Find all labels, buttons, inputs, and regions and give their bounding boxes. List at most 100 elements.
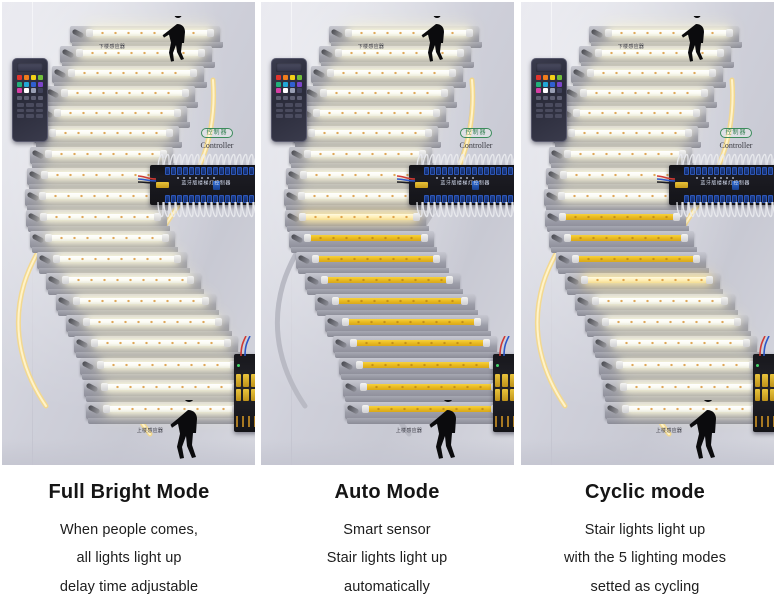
- strip-led-dots: [317, 131, 422, 135]
- remote-button-rows[interactable]: [17, 103, 43, 118]
- stair-step: [603, 380, 768, 402]
- caption-line: Smart sensor: [343, 522, 431, 538]
- remote-keypad[interactable]: [276, 96, 302, 100]
- strip-end-cap: [558, 192, 566, 200]
- step-led-strip: [67, 69, 198, 77]
- strip-end-cap: [742, 339, 750, 347]
- stair-step: [30, 147, 176, 169]
- led-wire-connector: [57, 296, 71, 307]
- rgb-remote-control[interactable]: [531, 58, 567, 142]
- rgb-remote-control[interactable]: [12, 58, 48, 142]
- strip-end-cap: [48, 129, 56, 137]
- step-led-strip: [610, 339, 750, 347]
- strip-end-cap: [586, 69, 594, 77]
- strip-end-cap: [326, 69, 334, 77]
- step-led-strip: [563, 234, 688, 242]
- strip-end-cap: [594, 49, 602, 57]
- step-led-strip: [326, 69, 457, 77]
- led-wire-connector: [31, 149, 45, 160]
- bluetooth-chip: [471, 181, 479, 190]
- caption-line: setted as cycling: [590, 578, 700, 595]
- strip-end-cap: [457, 49, 465, 57]
- strip-end-cap: [41, 171, 49, 179]
- stair-step: [339, 358, 506, 380]
- strip-led-dots: [72, 278, 185, 282]
- strip-end-cap: [733, 318, 741, 326]
- led-wire-connector: [26, 191, 40, 202]
- strip-led-dots: [93, 320, 212, 324]
- stair-step: [286, 168, 430, 190]
- terminal-row-top: [683, 167, 774, 175]
- step-led-strip: [560, 171, 682, 179]
- strip-end-cap: [85, 29, 93, 37]
- strip-end-cap: [709, 69, 717, 77]
- strip-end-cap: [223, 339, 231, 347]
- step-led-strip: [594, 49, 725, 57]
- led-wire-connector: [334, 338, 348, 349]
- strip-led-dots: [341, 299, 458, 303]
- step-led-strip: [91, 339, 231, 347]
- stair-step: [84, 380, 249, 402]
- sensor-downstairs: 下楼感应器: [357, 44, 385, 50]
- led-wire-connector: [600, 360, 614, 371]
- led-wire-connector: [290, 149, 304, 160]
- led-wire-connector: [330, 28, 344, 39]
- stair-step: [571, 66, 726, 88]
- strip-end-cap: [44, 150, 52, 158]
- led-wire-connector: [71, 28, 85, 39]
- strip-end-cap: [684, 129, 692, 137]
- strip-end-cap: [488, 361, 496, 369]
- led-wire-connector: [546, 212, 560, 223]
- step-led-strip: [616, 361, 756, 369]
- caption-title: Full Bright Mode: [48, 481, 210, 503]
- strip-led-dots: [577, 131, 682, 135]
- bluetooth-chip: [731, 181, 739, 190]
- strip-led-dots: [366, 363, 486, 367]
- remote-button-rows[interactable]: [276, 103, 302, 118]
- strip-led-dots: [354, 31, 463, 35]
- stair-step: [556, 252, 709, 274]
- strip-led-dots: [54, 236, 159, 240]
- led-wire-connector: [290, 233, 304, 244]
- caption-cyclic-mode: Cyclic mode Stair lights light up with t…: [516, 467, 774, 601]
- caption-lines: When people comes, all lights light up d…: [0, 516, 258, 601]
- remote-color-swatches[interactable]: [17, 75, 43, 93]
- caption-line: Stair lights light up: [584, 522, 706, 538]
- strip-end-cap: [602, 318, 610, 326]
- stair-step: [26, 210, 170, 232]
- strip-led-dots: [336, 71, 447, 75]
- remote-keypad[interactable]: [536, 96, 562, 100]
- remote-color-swatches[interactable]: [536, 75, 562, 93]
- person-silhouette-bottom: [170, 400, 197, 459]
- step-led-strip: [101, 383, 239, 391]
- step-led-strip: [579, 89, 708, 97]
- person-silhouette-top: [421, 16, 444, 62]
- strip-led-dots: [310, 173, 412, 177]
- step-led-strip: [319, 89, 448, 97]
- strip-end-cap: [91, 339, 99, 347]
- caption-line: with the 5 lighting modes: [563, 550, 727, 567]
- step-led-strip: [342, 318, 481, 326]
- step-led-strip: [591, 297, 728, 305]
- strip-end-cap: [465, 29, 473, 37]
- remote-button-rows[interactable]: [536, 103, 562, 118]
- psu-pin-row: [495, 415, 514, 427]
- strip-end-cap: [154, 213, 162, 221]
- strip-end-cap: [616, 361, 624, 369]
- remote-keypad[interactable]: [17, 96, 43, 100]
- psu-pin-row: [236, 415, 255, 427]
- step-led-strip: [62, 276, 195, 284]
- step-led-strip: [307, 129, 432, 137]
- strip-end-cap: [44, 234, 52, 242]
- strip-end-cap: [201, 297, 209, 305]
- strip-end-cap: [360, 383, 368, 391]
- rgb-remote-control[interactable]: [271, 58, 307, 142]
- strip-end-cap: [229, 361, 237, 369]
- led-wire-connector: [550, 149, 564, 160]
- strip-end-cap: [198, 49, 206, 57]
- stair-step: [553, 126, 701, 148]
- remote-color-swatches[interactable]: [276, 75, 302, 93]
- strip-led-dots: [329, 91, 438, 95]
- status-leds: [174, 176, 220, 181]
- strip-end-cap: [725, 29, 733, 37]
